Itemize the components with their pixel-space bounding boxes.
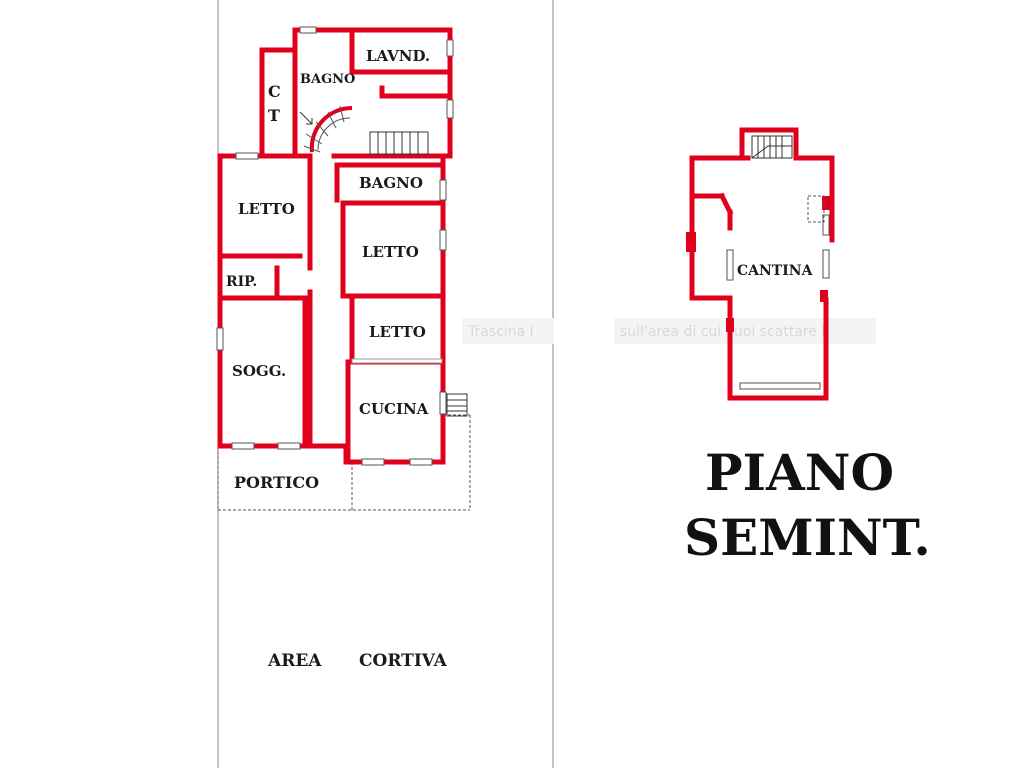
spiral-stair-treads [299,105,351,153]
portico-outline [217,414,471,511]
label-bagno-upper: BAGNO [300,72,355,87]
basement-dashed-element [807,195,825,223]
kitchen-exterior-stair [446,393,468,417]
label-bagno: BAGNO [359,174,423,192]
label-soggiorno: SOGG. [232,362,286,380]
screenshot-watermark: Trascina l sull'area di cui vuoi scattar… [462,318,876,344]
watermark-left: Trascina l [467,324,534,340]
basement-wall-stubs [686,196,832,332]
label-portico: PORTICO [234,473,319,492]
label-cantina: CANTINA [737,263,814,279]
label-ct-c: C [268,82,281,101]
ground-floor-windows [216,26,454,466]
label-ct-t: T [268,106,280,125]
spiral-stair [309,105,353,153]
watermark-right: sull'area di cui vuoi scattare l [620,324,825,340]
label-cortiva: CORTIVA [359,651,448,671]
basement-plan: CANTINA PIANO SEMINT. [684,127,931,567]
label-letto-right-top: LETTO [362,243,419,261]
basement-windows [726,214,830,390]
level-title-line2: SEMINT. [684,508,931,567]
label-lavanderia: LAVND. [366,47,430,65]
label-letto-left: LETTO [238,200,295,218]
label-area: AREA [267,651,322,671]
label-ripostiglio: RIP. [226,274,257,290]
label-letto-right-mid: LETTO [369,323,426,341]
basement-stair [751,135,793,159]
level-title-line1: PIANO [705,443,894,502]
straight-stair [369,131,429,155]
ground-floor-plan: LAVND. BAGNO C T BAGNO LETTO LETTO LETTO… [216,26,471,671]
label-cucina: CUCINA [359,400,429,418]
